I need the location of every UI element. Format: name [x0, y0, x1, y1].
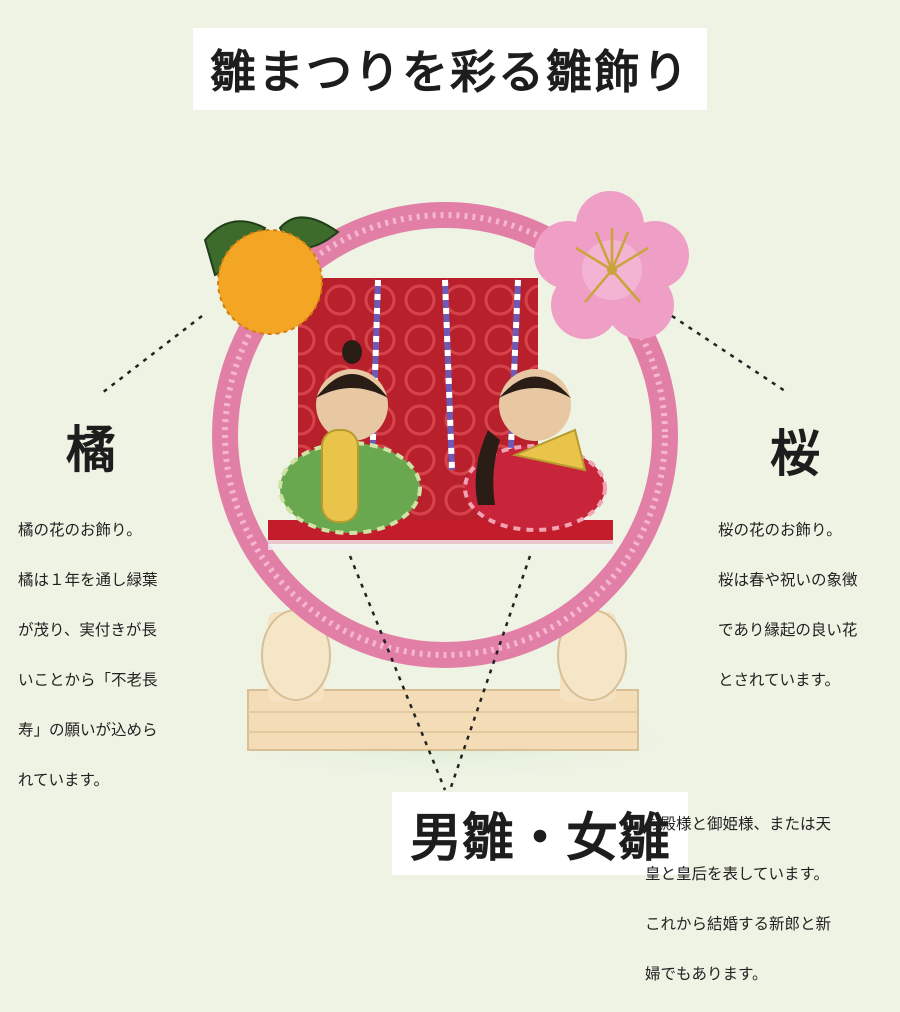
hina-line: 皇と皇后を表しています。 — [645, 865, 829, 883]
sakura-ornament — [534, 191, 689, 339]
leader-lines — [101, 314, 789, 791]
female-fan — [511, 428, 587, 472]
tachibana-line: 橘は１年を通し緑葉 — [18, 571, 158, 589]
hina-line: これから結婚する新郎と新 — [645, 915, 832, 933]
tachibana-ornament — [203, 216, 340, 335]
cords — [369, 279, 521, 471]
tachibana-line: 寿」の願いが込めら — [18, 721, 158, 739]
wooden-base — [247, 609, 639, 751]
hina-line: お殿様と御姫様、または天 — [645, 815, 832, 833]
hina-heading: 男雛・女雛 — [392, 792, 689, 875]
sakura-heading: 桜 — [770, 424, 820, 483]
hina-line: 婦でもあります。 — [645, 965, 768, 983]
male-doll — [278, 340, 422, 535]
tachibana-line: いことから「不老長 — [18, 671, 158, 689]
page-title: 雛まつりを彩る雛飾り — [210, 45, 690, 99]
sakura-line: であり縁起の良い花 — [718, 621, 858, 639]
sakura-line: 桜は春や祝いの象徴 — [718, 571, 858, 589]
hina-doll-illustration — [101, 191, 789, 791]
tachibana-line: れています。 — [18, 771, 109, 789]
tachibana-line: が茂り、実付きが長 — [18, 621, 157, 639]
sakura-line: とされています。 — [718, 671, 840, 689]
title-banner: 雛まつりを彩る雛飾り — [193, 28, 707, 110]
male-scepter — [321, 429, 359, 523]
sakura-description: 桜の花のお飾り。 桜は春や祝いの象徴 であり縁起の良い花 とされています。 — [718, 493, 898, 718]
female-doll — [463, 369, 607, 532]
tachibana-description: 橘の花のお飾り。 橘は１年を通し緑葉 が茂り、実付きが長 いことから「不老長 寿… — [18, 493, 218, 818]
tachibana-line: 橘の花のお飾り。 — [18, 521, 142, 539]
sakura-line: 桜の花のお飾り。 — [718, 521, 842, 539]
tachibana-heading: 橘 — [66, 420, 116, 479]
